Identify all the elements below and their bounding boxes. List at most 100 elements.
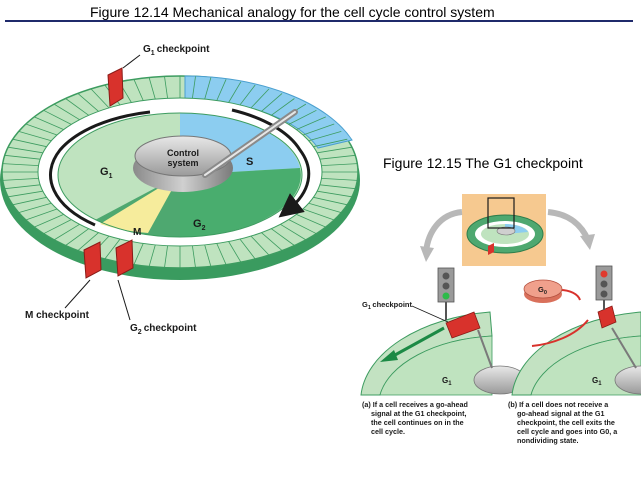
- ring-tick: [43, 109, 72, 125]
- caption-b: (b) If a cell does not receive a go-ahea…: [508, 400, 618, 445]
- panel-b-pointer: [611, 327, 637, 369]
- m-checkpoint-label: M checkpoint: [25, 310, 90, 321]
- ring-tick: [216, 243, 227, 265]
- ring-tick: [192, 245, 196, 268]
- ring-tick: [53, 103, 80, 121]
- ring-tick: [148, 77, 156, 100]
- figure-1214-title: Figure 12.14 Mechanical analogy for the …: [90, 4, 495, 20]
- cycle-arrow-right: [231, 108, 311, 218]
- ring-tick: [288, 219, 317, 235]
- ring-tick: [228, 241, 242, 263]
- panel-b: [511, 265, 641, 396]
- g2-checkpoint-flag: [115, 239, 134, 277]
- ring-tick: [250, 235, 270, 256]
- panel-a-phase-label: G1: [442, 376, 452, 387]
- ring-tick: [302, 208, 335, 221]
- panel-b-exit-arrow: [531, 319, 589, 347]
- ring-tick: [308, 131, 342, 142]
- caption-b-line: nondividing state.: [517, 436, 579, 445]
- ring-tick: [133, 79, 144, 101]
- ring-tick: [250, 88, 270, 109]
- panel-a-green-arrow: [394, 326, 445, 357]
- panel-b-g0-arrow: [559, 289, 581, 301]
- caption-b-line: cell cycle and goes into G0, a: [517, 427, 618, 436]
- ring-tick: [34, 116, 64, 130]
- ring-tick: [90, 88, 110, 109]
- panel-b-sector: [530, 335, 641, 396]
- caption-a: (a) If a cell receives a go-ahead signal…: [362, 400, 468, 436]
- control-system-disc: [133, 109, 298, 192]
- ring-tick: [321, 163, 358, 166]
- g2-checkpoint-leader: [117, 279, 131, 321]
- ring-tick: [271, 228, 295, 246]
- ring-tick: [296, 116, 326, 130]
- ring-tick: [4, 154, 41, 160]
- g0-label: G0: [538, 285, 547, 296]
- control-system-label-2: system: [167, 158, 198, 168]
- ring-tick: [271, 98, 295, 116]
- caption-a-line: (a) If a cell receives a go-ahead: [362, 400, 468, 409]
- ring-tick: [319, 184, 356, 190]
- ring-tick: [204, 244, 212, 267]
- ring-tick: [317, 146, 352, 154]
- panel-b-checkpoint: [597, 305, 617, 329]
- ring-tick: [317, 190, 352, 198]
- ring-tick: [77, 93, 99, 112]
- ring-tick: [77, 232, 99, 251]
- ring-tick: [308, 202, 342, 213]
- m-phase-label: M: [133, 227, 141, 238]
- panel-b-phase-label: G1: [592, 376, 602, 387]
- caption-a-line: signal at the G1 checkpoint,: [371, 409, 466, 418]
- ring-tick: [8, 190, 43, 198]
- g1-checkpoint-flag: [107, 67, 124, 107]
- panel-a-pointer: [477, 329, 493, 369]
- panel-a-sector: [379, 335, 493, 396]
- m-checkpoint-flag: [83, 241, 102, 279]
- ring-tick: [164, 245, 168, 268]
- ring-tick: [25, 208, 58, 221]
- m-checkpoint-leader: [64, 279, 91, 309]
- ring-tick: [2, 163, 39, 166]
- ring-tick: [12, 196, 47, 206]
- caption-b-line: checkpoint, the cell exits the: [517, 418, 615, 427]
- ring-tick: [261, 232, 283, 251]
- ring-tick: [53, 223, 80, 241]
- caption-b-line: (b) If a cell does not receive a: [508, 400, 609, 409]
- caption-b-line: go-ahead signal at the G1: [517, 409, 604, 418]
- ring-tick: [261, 93, 283, 112]
- g1-phase-label: G1: [100, 166, 113, 180]
- ring-tick: [204, 77, 212, 100]
- cycle-arrow-left: [49, 110, 151, 227]
- ring-tick: [65, 98, 89, 116]
- g1-checkpoint-figure: [360, 194, 641, 396]
- cell-cycle-dial: [0, 54, 360, 321]
- caption-a-line: the cell continues on in the: [371, 418, 464, 427]
- ring-tick: [12, 138, 47, 148]
- s-phase-label: S: [246, 156, 253, 168]
- ring-tick: [192, 76, 196, 99]
- ring-tick: [280, 223, 307, 241]
- ring-tick: [34, 214, 64, 228]
- ring-tick: [321, 178, 358, 181]
- title-divider: [5, 20, 633, 22]
- ring-tick: [313, 196, 348, 206]
- arrow-to-panel-a: [423, 209, 463, 253]
- ring-tick: [148, 244, 156, 267]
- ring-tick: [164, 76, 168, 99]
- ring-tick: [239, 84, 256, 106]
- ring-tick: [313, 138, 348, 148]
- inset-zoom-box: [487, 197, 515, 229]
- ring-tick: [8, 146, 43, 154]
- ring-tick: [302, 123, 335, 136]
- ring-tick: [133, 243, 144, 265]
- ring-tick: [43, 219, 72, 235]
- ring-tick: [228, 81, 242, 103]
- ring-tick: [2, 178, 39, 181]
- ring-tick: [25, 123, 58, 136]
- g1-checkpoint-leader: [122, 54, 141, 69]
- ring-tick: [18, 202, 52, 213]
